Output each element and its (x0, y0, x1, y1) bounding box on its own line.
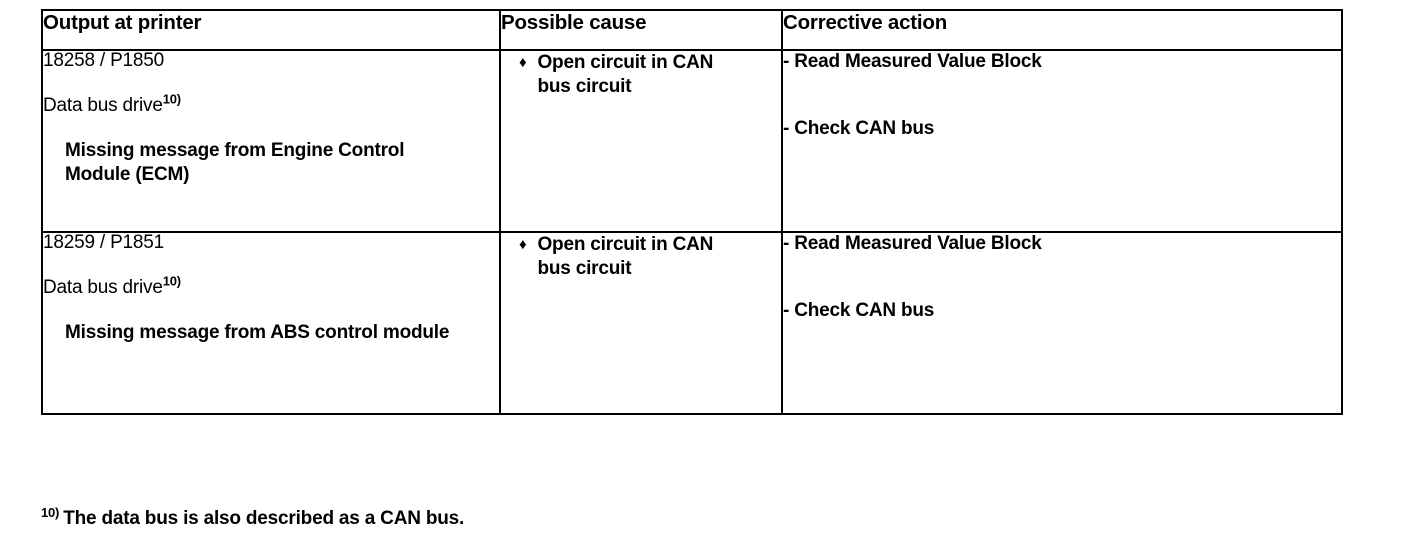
fault-code-text: 18258 / P1850 (43, 50, 165, 71)
footnote-marker-icon: 10) (162, 273, 181, 289)
data-bus-label: Data bus drive10) (43, 275, 499, 299)
diagnostic-trouble-code-table: Output at printer Possible cause Correct… (41, 9, 1343, 415)
column-header-possible-cause: Possible cause (499, 9, 783, 51)
cell-corrective-action: - Read Measured Value Block - Check CAN … (781, 231, 1343, 415)
cause-text: Open circuit in CAN bus circuit (537, 52, 714, 98)
cause-list-item: ♦ Open circuit in CAN bus circuit (519, 233, 781, 282)
diamond-bullet-icon: ♦ (519, 236, 527, 253)
cause-text: Open circuit in CAN bus circuit (537, 234, 714, 280)
action-list-item: - Check CAN bus (783, 299, 935, 321)
cell-output-at-printer: 18259 / P1851 Data bus drive10) Missing … (41, 231, 501, 415)
footnote-marker-icon: 10) (41, 504, 60, 520)
diamond-bullet-icon: ♦ (519, 54, 527, 71)
footnote: 10)The data bus is also described as a C… (41, 504, 465, 530)
cell-possible-cause: ♦ Open circuit in CAN bus circuit (499, 49, 783, 233)
column-header-output-at-printer: Output at printer (41, 9, 501, 51)
cell-output-at-printer: 18258 / P1850 Data bus drive10) Missing … (41, 49, 501, 233)
cause-list-item: ♦ Open circuit in CAN bus circuit (519, 51, 781, 100)
table-row: 18258 / P1850 Data bus drive10) Missing … (41, 49, 1343, 233)
data-bus-label-text: Data bus drive (43, 94, 163, 116)
fault-description-text: Missing message from Engine Control Modu… (65, 139, 405, 186)
data-bus-label: Data bus drive10) (43, 93, 499, 117)
table-header-row: Output at printer Possible cause Correct… (41, 9, 1343, 51)
column-header-corrective-action: Corrective action (781, 9, 1343, 51)
footnote-marker-icon: 10) (162, 91, 181, 107)
table-row: 18259 / P1851 Data bus drive10) Missing … (41, 231, 1343, 415)
fault-code-text: 18259 / P1851 (43, 232, 165, 253)
fault-description-text: Missing message from ABS control module (65, 321, 450, 343)
footnote-text: The data bus is also described as a CAN … (63, 508, 465, 529)
action-list-item: - Check CAN bus (783, 117, 935, 139)
action-list-item: - Read Measured Value Block (783, 51, 1042, 72)
data-bus-label-text: Data bus drive (43, 276, 163, 298)
cell-corrective-action: - Read Measured Value Block - Check CAN … (781, 49, 1343, 233)
action-list: - Read Measured Value Block - Check CAN … (783, 51, 1341, 141)
table-body: 18258 / P1850 Data bus drive10) Missing … (41, 49, 1343, 415)
action-list-item: - Read Measured Value Block (783, 233, 1042, 254)
action-list: - Read Measured Value Block - Check CAN … (783, 233, 1341, 323)
cell-possible-cause: ♦ Open circuit in CAN bus circuit (499, 231, 783, 415)
table-header: Output at printer Possible cause Correct… (41, 9, 1343, 51)
